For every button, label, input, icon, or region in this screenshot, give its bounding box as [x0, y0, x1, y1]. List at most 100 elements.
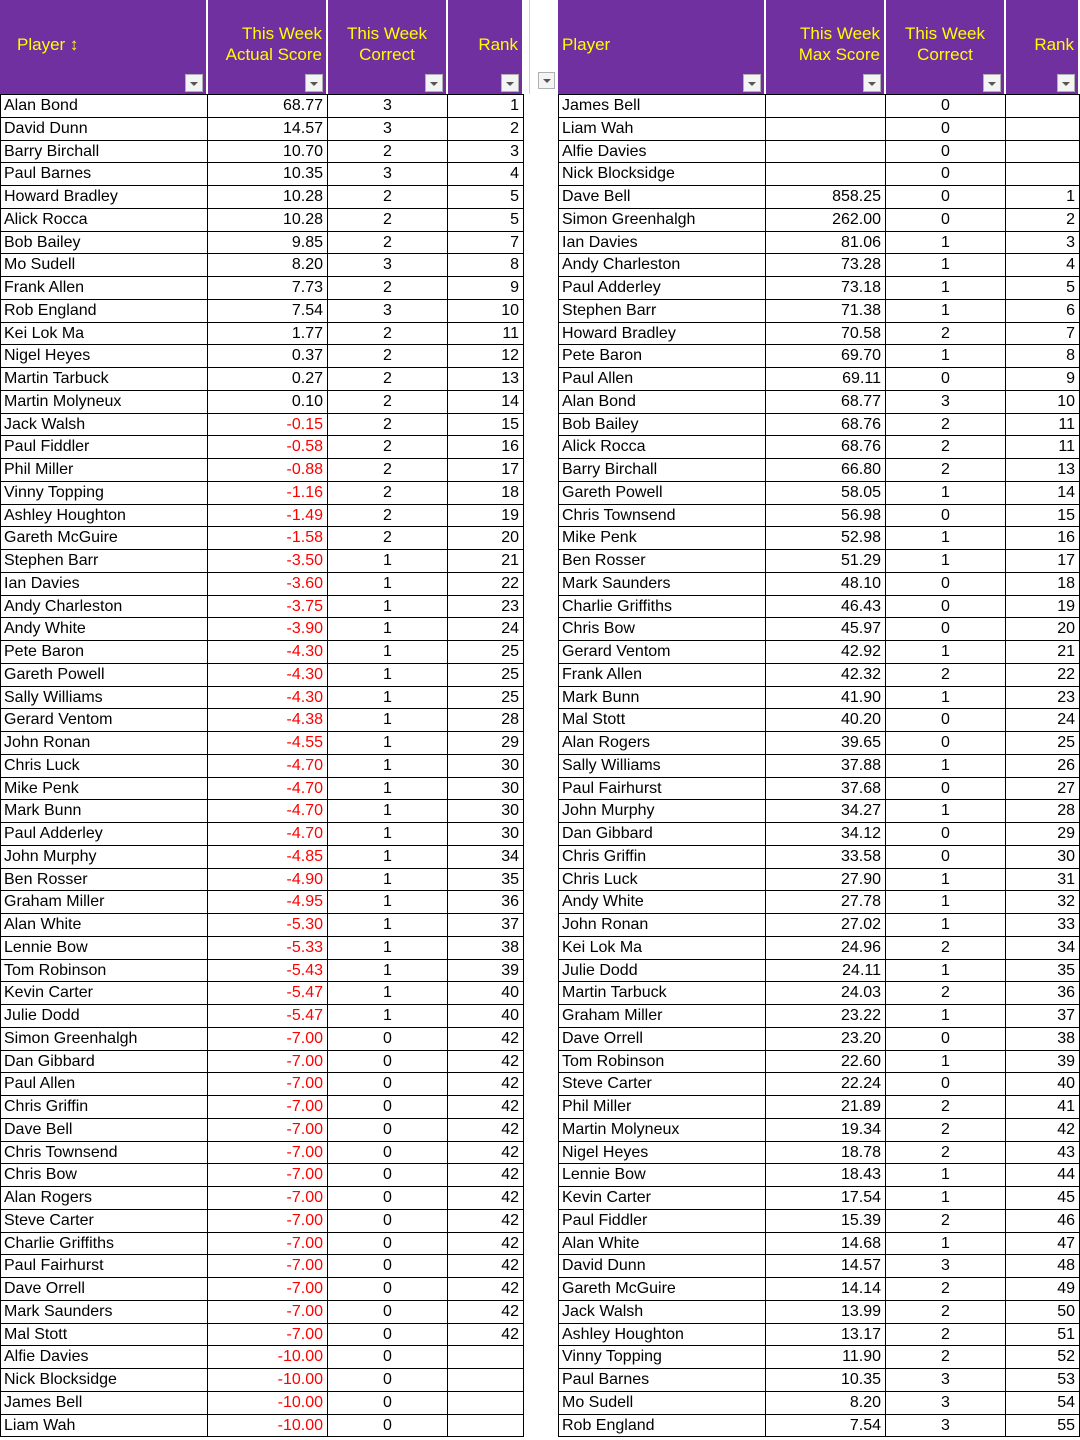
player-name-cell[interactable]: Tom Robinson: [0, 959, 208, 982]
score-cell[interactable]: 24.96: [766, 936, 886, 959]
rank-cell[interactable]: 25: [448, 663, 524, 686]
score-cell[interactable]: 37.88: [766, 754, 886, 777]
score-cell[interactable]: -4.38: [208, 709, 328, 731]
player-name-cell[interactable]: Alfie Davies: [558, 140, 766, 163]
score-cell[interactable]: 68.77: [766, 390, 886, 413]
player-name-cell[interactable]: Mark Saunders: [558, 572, 766, 595]
rank-cell[interactable]: 42: [448, 1027, 524, 1050]
score-cell[interactable]: -7.00: [208, 1187, 328, 1209]
player-name-cell[interactable]: Liam Wah: [0, 1414, 208, 1437]
player-name-cell[interactable]: Paul Barnes: [558, 1369, 766, 1391]
score-cell[interactable]: -4.85: [208, 845, 328, 868]
rank-cell[interactable]: 42: [1006, 1118, 1080, 1141]
correct-cell[interactable]: 0: [886, 163, 1006, 185]
score-cell[interactable]: 71.38: [766, 299, 886, 322]
score-cell[interactable]: -4.95: [208, 891, 328, 913]
score-cell[interactable]: 73.28: [766, 254, 886, 276]
correct-cell[interactable]: 0: [328, 1255, 448, 1277]
player-name-cell[interactable]: Julie Dodd: [0, 1005, 208, 1027]
rank-cell[interactable]: 42: [448, 1164, 524, 1186]
player-name-cell[interactable]: Pete Baron: [0, 641, 208, 663]
rank-cell[interactable]: [448, 1414, 524, 1437]
rank-cell[interactable]: 20: [1006, 618, 1080, 640]
correct-cell[interactable]: 0: [328, 1232, 448, 1255]
score-cell[interactable]: 42.92: [766, 641, 886, 663]
chevron-down-icon[interactable]: [501, 74, 519, 92]
score-cell[interactable]: -7.00: [208, 1118, 328, 1141]
rank-cell[interactable]: 11: [1006, 413, 1080, 436]
player-name-cell[interactable]: Mike Penk: [558, 527, 766, 549]
rank-cell[interactable]: 29: [1006, 823, 1080, 845]
score-cell[interactable]: 7.73: [208, 277, 328, 299]
rank-cell[interactable]: 14: [448, 390, 524, 413]
score-cell[interactable]: -7.00: [208, 1300, 328, 1323]
correct-cell[interactable]: 0: [886, 140, 1006, 163]
player-name-cell[interactable]: Alfie Davies: [0, 1346, 208, 1368]
score-cell[interactable]: -3.90: [208, 618, 328, 640]
player-name-cell[interactable]: Dan Gibbard: [558, 823, 766, 845]
score-cell[interactable]: 27.78: [766, 891, 886, 913]
rank-cell[interactable]: 19: [448, 504, 524, 527]
score-cell[interactable]: 33.58: [766, 845, 886, 868]
correct-cell[interactable]: 1: [886, 1187, 1006, 1209]
score-cell[interactable]: -10.00: [208, 1346, 328, 1368]
correct-cell[interactable]: 1: [886, 1050, 1006, 1073]
score-cell[interactable]: 10.35: [766, 1369, 886, 1391]
score-cell[interactable]: 24.11: [766, 959, 886, 982]
rank-cell[interactable]: [1006, 117, 1080, 140]
correct-cell[interactable]: 0: [328, 1027, 448, 1050]
score-cell[interactable]: 10.35: [208, 163, 328, 185]
score-cell[interactable]: -5.33: [208, 936, 328, 959]
player-name-cell[interactable]: Pete Baron: [558, 345, 766, 367]
player-name-cell[interactable]: Stephen Barr: [558, 299, 766, 322]
correct-cell[interactable]: 0: [886, 595, 1006, 618]
correct-cell[interactable]: 1: [328, 595, 448, 618]
correct-cell[interactable]: 1: [886, 891, 1006, 913]
correct-cell[interactable]: 1: [328, 572, 448, 595]
correct-cell[interactable]: 1: [886, 914, 1006, 936]
correct-cell[interactable]: 0: [328, 1369, 448, 1391]
rank-cell[interactable]: 6: [1006, 299, 1080, 322]
player-name-cell[interactable]: Gareth Powell: [0, 663, 208, 686]
player-name-cell[interactable]: Mark Saunders: [0, 1300, 208, 1323]
player-name-cell[interactable]: Ian Davies: [0, 572, 208, 595]
player-name-cell[interactable]: Alick Rocca: [558, 436, 766, 458]
score-cell[interactable]: -7.00: [208, 1050, 328, 1073]
correct-cell[interactable]: 0: [886, 368, 1006, 390]
player-name-cell[interactable]: Kevin Carter: [0, 982, 208, 1004]
score-cell[interactable]: 68.76: [766, 413, 886, 436]
rank-cell[interactable]: 41: [1006, 1096, 1080, 1118]
rank-cell[interactable]: 37: [448, 914, 524, 936]
correct-cell[interactable]: 1: [886, 1164, 1006, 1186]
correct-cell[interactable]: 2: [886, 1346, 1006, 1368]
correct-cell[interactable]: 1: [328, 777, 448, 800]
correct-cell[interactable]: 1: [886, 345, 1006, 367]
player-name-cell[interactable]: Ashley Houghton: [0, 504, 208, 527]
chevron-down-icon[interactable]: [983, 74, 1001, 92]
correct-cell[interactable]: 2: [328, 390, 448, 413]
player-name-cell[interactable]: Julie Dodd: [558, 959, 766, 982]
correct-cell[interactable]: 3: [328, 254, 448, 276]
correct-cell[interactable]: 0: [328, 1323, 448, 1346]
rank-cell[interactable]: 42: [448, 1209, 524, 1232]
score-cell[interactable]: 7.54: [766, 1414, 886, 1437]
player-name-cell[interactable]: Dan Gibbard: [0, 1050, 208, 1073]
player-name-cell[interactable]: Dave Orrell: [558, 1027, 766, 1050]
score-cell[interactable]: 10.28: [208, 208, 328, 231]
correct-cell[interactable]: 0: [886, 117, 1006, 140]
player-name-cell[interactable]: Sally Williams: [0, 686, 208, 709]
player-name-cell[interactable]: Paul Adderley: [558, 277, 766, 299]
correct-cell[interactable]: 0: [328, 1209, 448, 1232]
rank-cell[interactable]: 47: [1006, 1232, 1080, 1255]
correct-cell[interactable]: 2: [886, 982, 1006, 1004]
rank-cell[interactable]: 23: [448, 595, 524, 618]
player-name-cell[interactable]: Vinny Topping: [558, 1346, 766, 1368]
rank-cell[interactable]: 24: [1006, 709, 1080, 731]
score-cell[interactable]: -7.00: [208, 1027, 328, 1050]
rank-cell[interactable]: 36: [448, 891, 524, 913]
player-name-cell[interactable]: Alan Rogers: [0, 1187, 208, 1209]
rank-column-header[interactable]: Rank: [448, 0, 524, 94]
rank-cell[interactable]: 52: [1006, 1346, 1080, 1368]
correct-cell[interactable]: 0: [328, 1391, 448, 1414]
player-name-cell[interactable]: Kei Lok Ma: [558, 936, 766, 959]
